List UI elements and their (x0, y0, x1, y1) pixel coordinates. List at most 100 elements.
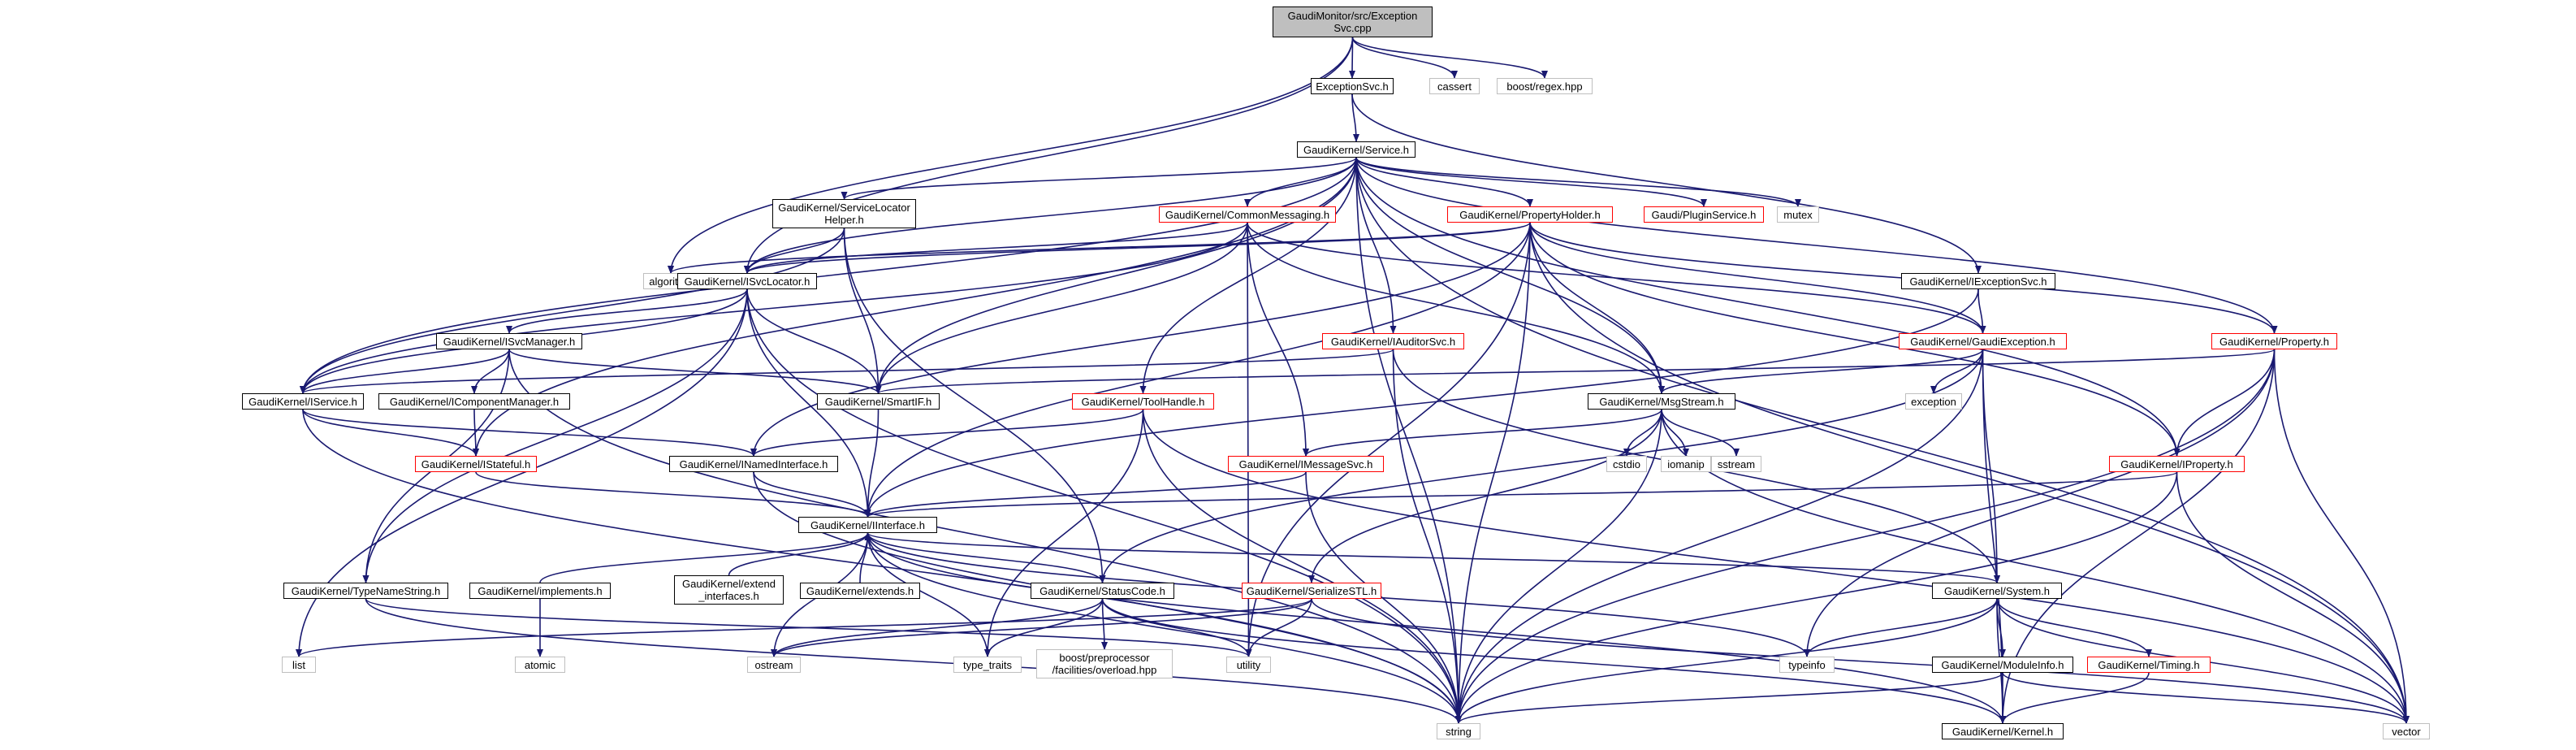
edge-property_holder-to-iproperty (1529, 222, 2181, 457)
node-boost-regex[interactable]: boost/regex.hpp (1497, 78, 1593, 94)
edge-isvcmanager-to-icomponentmanager (471, 349, 510, 394)
edge-gaudiexception-to-string (1455, 349, 1984, 724)
node-plugin-service[interactable]: Gaudi/PluginService.h (1644, 206, 1764, 223)
node-implements[interactable]: GaudiKernel/implements.h (469, 583, 611, 599)
edge-service_locator_helper-to-smartif (843, 228, 882, 394)
edge-isvcmanager-to-smartif (508, 349, 882, 394)
node-common-messaging[interactable]: GaudiKernel/CommonMessaging.h (1159, 206, 1336, 223)
node-statuscode[interactable]: GaudiKernel/StatusCode.h (1031, 583, 1174, 599)
node-mutex[interactable]: mutex (1777, 206, 1819, 223)
node-istateful[interactable]: GaudiKernel/IStateful.h (415, 456, 537, 472)
edge-iproperty-to-iinterface (865, 471, 2178, 518)
node-iomanip[interactable]: iomanip (1661, 456, 1711, 472)
node-exception[interactable]: exception (1905, 393, 1962, 410)
node-msgstream[interactable]: GaudiKernel/MsgStream.h (1588, 393, 1735, 410)
edge-common_messaging-to-utility (1245, 222, 1252, 657)
node-cstdio[interactable]: cstdio (1606, 456, 1647, 472)
node-iinterface[interactable]: GaudiKernel/IInterface.h (798, 517, 937, 533)
node-smartif[interactable]: GaudiKernel/SmartIF.h (817, 393, 940, 410)
node-atomic[interactable]: atomic (515, 657, 565, 673)
edge-exception_svc_cpp-to-boost_regex (1351, 37, 1548, 79)
node-timing[interactable]: GaudiKernel/Timing.h (2087, 657, 2211, 673)
edge-exception_svc_cpp-to-cassert (1351, 37, 1458, 79)
node-string[interactable]: string (1437, 723, 1480, 739)
node-gaudiexception[interactable]: GaudiKernel/GaudiException.h (1899, 333, 2067, 349)
edge-msgstream-to-imessagesvc (1303, 409, 1662, 457)
node-iproperty[interactable]: GaudiKernel/IProperty.h (2109, 456, 2245, 472)
edge-iservice-to-inamedinterface (302, 409, 757, 457)
edge-service_locator_helper-to-isvclocator (744, 228, 845, 274)
node-inamedinterface[interactable]: GaudiKernel/INamedInterface.h (669, 456, 838, 472)
node-typenamestring[interactable]: GaudiKernel/TypeNameString.h (283, 583, 448, 599)
edge-msgstream-to-serializestl (1308, 409, 1662, 583)
node-iservice[interactable]: GaudiKernel/IService.h (242, 393, 364, 410)
node-extends[interactable]: GaudiKernel/extends.h (800, 583, 920, 599)
edge-property_holder-to-vector (1529, 222, 2410, 724)
edge-common_messaging-to-gaudiexception (1247, 222, 1986, 334)
edge-serializestl-to-list (296, 598, 1312, 657)
edge-gaudiexception-to-exception (1930, 349, 1984, 394)
edge-service_h-to-smartif (875, 157, 1357, 394)
node-isvclocator[interactable]: GaudiKernel/ISvcLocator.h (677, 273, 817, 289)
node-kernel[interactable]: GaudiKernel/Kernel.h (1942, 723, 2064, 739)
node-extend-interfaces[interactable]: GaudiKernel/extend _interfaces.h (674, 575, 784, 605)
node-moduleinfo[interactable]: GaudiKernel/ModuleInfo.h (1932, 657, 2073, 673)
edge-iauditorsvc-to-iservice (300, 349, 1394, 394)
node-isvcmanager[interactable]: GaudiKernel/ISvcManager.h (436, 333, 582, 349)
node-utility[interactable]: utility (1226, 657, 1271, 673)
node-list[interactable]: list (282, 657, 316, 673)
edge-serializestl-to-vector (1311, 598, 2410, 724)
edge-common_messaging-to-iservice (300, 222, 1248, 394)
edge-extend_interfaces-to-iinterface (728, 532, 871, 576)
edge-service_h-to-isvclocator (744, 157, 1357, 274)
edge-common_messaging-to-smartif (875, 222, 1248, 394)
edge-isvclocator-to-typenamestring (362, 288, 748, 583)
node-type-traits[interactable]: type_traits (953, 657, 1022, 673)
node-service-h[interactable]: GaudiKernel/Service.h (1297, 141, 1416, 158)
edge-iproperty-to-string (1455, 471, 2178, 724)
node-vector[interactable]: vector (2383, 723, 2430, 739)
edge-isvclocator-to-isvcmanager (506, 288, 748, 334)
edge-service_h-to-iservice (300, 157, 1357, 394)
node-iauditorsvc[interactable]: GaudiKernel/IAuditorSvc.h (1322, 333, 1464, 349)
edge-statuscode-to-utility (1101, 598, 1252, 657)
edge-extends-to-iinterface (859, 532, 871, 583)
edge-service_h-to-string (1355, 157, 1462, 724)
node-sstream[interactable]: sstream (1711, 456, 1761, 472)
edge-property_h-to-vector (2273, 349, 2410, 724)
edge-iinterface-to-type_traits (867, 532, 991, 657)
edge-serializestl-to-ostream (771, 598, 1312, 657)
edge-property_h-to-kernel (1999, 349, 2276, 724)
node-system-h[interactable]: GaudiKernel/System.h (1932, 583, 2062, 599)
node-ostream[interactable]: ostream (747, 657, 801, 673)
node-exception-svc-h[interactable]: ExceptionSvc.h (1311, 78, 1394, 94)
edge-service_h-to-msgstream (1355, 157, 1665, 394)
node-property-h[interactable]: GaudiKernel/Property.h (2211, 333, 2337, 349)
edge-isvclocator-to-iinterface (746, 288, 871, 518)
edge-service_locator_helper-to-statuscode (843, 228, 1106, 583)
edge-isvcmanager-to-iservice (300, 349, 510, 394)
edge-service_h-to-property_h (1355, 157, 2278, 334)
edge-imessagesvc-to-iinterface (864, 471, 1307, 518)
edge-service_h-to-iproperty (1355, 157, 2181, 457)
edge-smartif-to-iinterface (864, 409, 880, 518)
node-cassert[interactable]: cassert (1429, 78, 1480, 94)
node-serializestl[interactable]: GaudiKernel/SerializeSTL.h (1242, 583, 1381, 599)
node-typeinfo[interactable]: typeinfo (1779, 657, 1835, 673)
node-boost-overload[interactable]: boost/preprocessor /facilities/overload.… (1036, 649, 1173, 678)
node-toolhandle[interactable]: GaudiKernel/ToolHandle.h (1072, 393, 1214, 410)
edge-common_messaging-to-isvclocator (744, 222, 1248, 274)
node-icomponentmanager[interactable]: GaudiKernel/IComponentManager.h (378, 393, 570, 410)
edge-property_holder-to-iinterface (864, 222, 1531, 518)
edge-property_holder-to-msgstream (1529, 222, 1665, 394)
node-service-locator-helper[interactable]: GaudiKernel/ServiceLocator Helper.h (772, 199, 916, 228)
edge-msgstream-to-cstdio (1623, 409, 1662, 457)
edge-toolhandle-to-string (1142, 409, 1462, 724)
node-iexceptionsvc[interactable]: GaudiKernel/IExceptionSvc.h (1901, 273, 2055, 289)
node-imessagesvc[interactable]: GaudiKernel/IMessageSvc.h (1228, 456, 1384, 472)
node-exception-svc-cpp[interactable]: GaudiMonitor/src/Exception Svc.cpp (1273, 7, 1433, 37)
edge-property_holder-to-gaudiexception (1529, 222, 1986, 334)
node-property-holder[interactable]: GaudiKernel/PropertyHolder.h (1447, 206, 1613, 223)
edge-toolhandle-to-inamedinterface (750, 409, 1144, 457)
